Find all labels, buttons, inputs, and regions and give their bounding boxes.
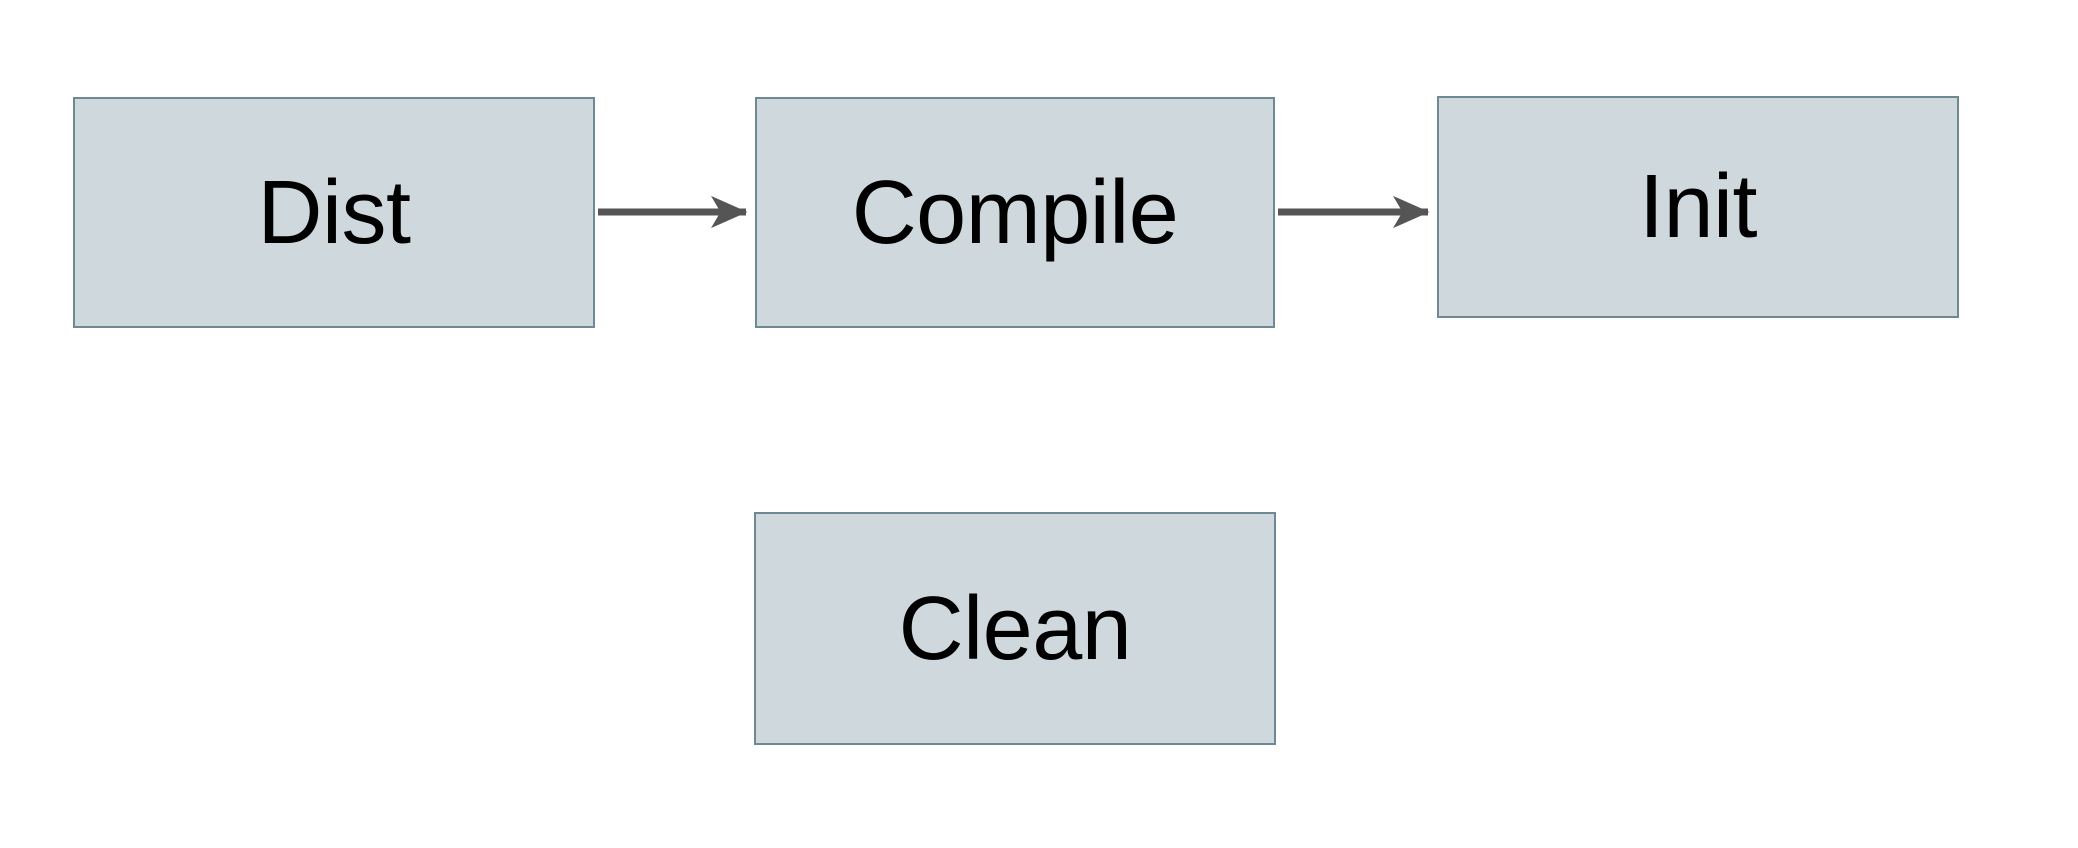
node-init-label: Init bbox=[1638, 157, 1758, 257]
node-clean-label: Clean bbox=[898, 578, 1132, 679]
node-dist[interactable]: Dist bbox=[73, 97, 595, 328]
node-clean[interactable]: Clean bbox=[754, 512, 1276, 745]
node-compile[interactable]: Compile bbox=[755, 97, 1275, 328]
node-init[interactable]: Init bbox=[1437, 96, 1959, 318]
node-compile-label: Compile bbox=[851, 162, 1179, 263]
node-dist-label: Dist bbox=[257, 162, 412, 263]
